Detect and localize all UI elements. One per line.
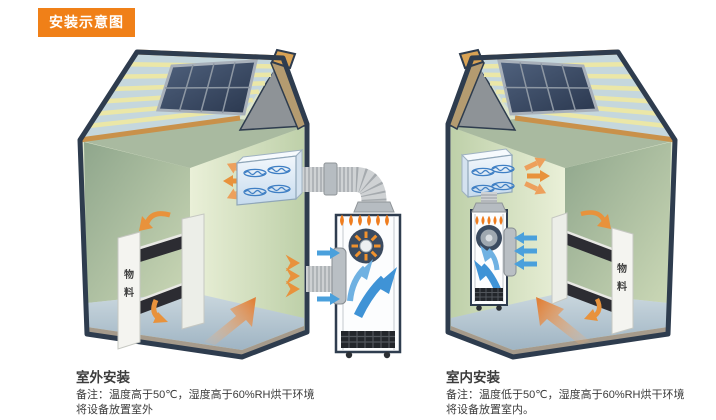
- caster-wheel-icon: [476, 305, 482, 311]
- indoor-caption: 室内安装 备注：温度低于50℃，湿度高于60%RH烘干环境 将设备放置室内。: [446, 366, 685, 417]
- eave-trim: [514, 115, 676, 143]
- shelf-label-char2: 料: [124, 286, 134, 299]
- outdoor-caption: 室外安装 备注：温度高于50℃，湿度高于60%RH烘干环境 将设备放置室外: [76, 366, 315, 417]
- duct-collar: [471, 202, 507, 213]
- caster-wheel-icon: [496, 305, 502, 311]
- outdoor-diagram: 物 料: [77, 48, 402, 360]
- outdoor-caption-note1: 备注：温度高于50℃，湿度高于60%RH烘干环境: [76, 389, 315, 401]
- title-badge-label: 安装示意图: [49, 14, 124, 30]
- heater-unit-outdoor: [306, 213, 402, 359]
- floor-slab-edge: [451, 326, 668, 357]
- under-roof-shadow: [82, 119, 304, 168]
- heater-unit-indoor: [470, 192, 537, 311]
- indoor-caption-title: 室内安装: [446, 370, 500, 385]
- shelf-label-char1: 物: [617, 262, 627, 275]
- floor-airflow-arrow: [204, 297, 256, 345]
- solar-panel: [155, 59, 258, 116]
- airflow-arrows-outdoor: [139, 158, 300, 345]
- house-outline: [77, 49, 310, 360]
- indoor-caption-note1: 备注：温度低于50℃，湿度高于60%RH烘干环境: [446, 389, 685, 401]
- airflow-arrows-indoor: [522, 153, 611, 344]
- caster-wheel-icon: [345, 351, 353, 359]
- machine-grille: [475, 288, 503, 301]
- wall-fan-unit-indoor: [460, 148, 515, 199]
- shelf-label-panel: [117, 231, 141, 350]
- caster-wheel-icon: [383, 351, 391, 359]
- shelf-label-char1: 物: [124, 268, 134, 281]
- solar-panel: [497, 59, 600, 116]
- under-roof-shadow: [451, 119, 673, 168]
- floor-slab-edge: [87, 326, 304, 357]
- roof-indoor: [447, 48, 676, 143]
- blower-fan-icon: [476, 225, 502, 251]
- interior-side-wall: [84, 142, 190, 303]
- curved-arrow-icon: [151, 298, 168, 323]
- side-intake-panel: [503, 227, 517, 277]
- duct-elbow: [354, 167, 387, 203]
- side-intake-panel: [331, 247, 347, 305]
- wall-fan-unit-outdoor: [235, 148, 304, 206]
- house-outline: [445, 49, 678, 360]
- shelf-label-panel: [611, 227, 634, 335]
- blower-fan-icon: [348, 228, 384, 264]
- machine-grille: [341, 331, 395, 348]
- title-badge: 安装示意图: [38, 8, 135, 37]
- hot-air-swoosh-icons: [347, 259, 397, 318]
- supply-duct-outdoor: [298, 162, 395, 213]
- curved-arrow-icon: [139, 211, 171, 231]
- shelf-label-char2: 料: [617, 280, 627, 293]
- outdoor-caption-note2: 将设备放置室外: [76, 403, 153, 416]
- indoor-diagram: 物 料: [445, 48, 678, 360]
- interior-side-wall: [565, 142, 671, 303]
- floor-airflow-arrow: [536, 297, 590, 344]
- curved-arrow-icon: [584, 297, 602, 321]
- indoor-caption-note2: 将设备放置室内。: [446, 403, 534, 416]
- eave-trim: [79, 115, 241, 143]
- curved-arrow-icon: [580, 210, 611, 229]
- outdoor-caption-title: 室外安装: [76, 370, 130, 385]
